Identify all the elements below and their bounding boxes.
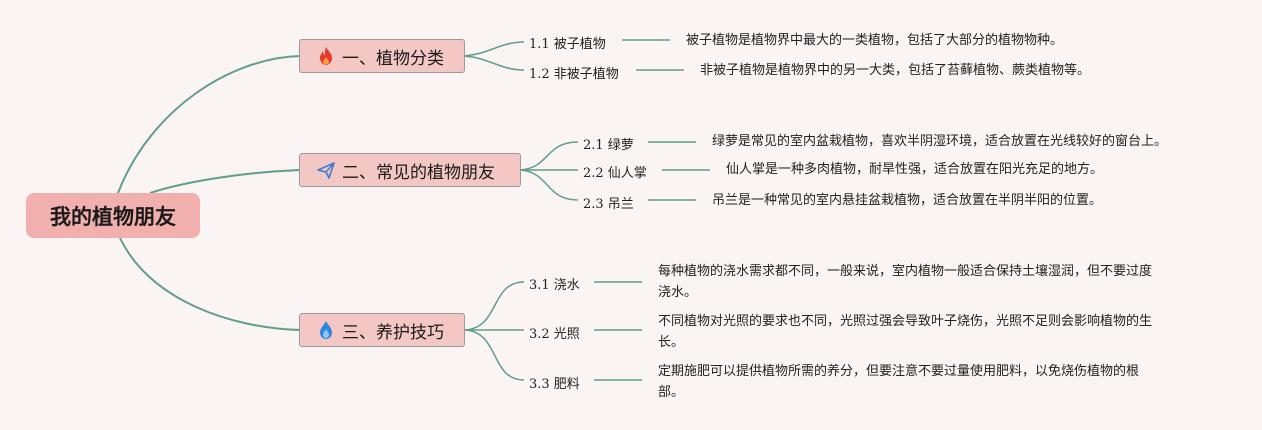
leaf-label-2-2[interactable]: 2.2 仙人掌	[583, 166, 647, 181]
leaf-desc-3-1: 每种植物的浇水需求都不同，一般来说，室内植物一般适合保持土壤湿润，但不要过度浇水…	[658, 264, 1153, 300]
leaf-label-3-3[interactable]: 3.3 肥料	[529, 377, 580, 392]
branch-label-2: 二、常见的植物朋友	[342, 162, 495, 183]
leaf-desc-2-3: 吊兰是一种常见的室内悬挂盆栽植物，适合放置在半阴半阳的位置。	[712, 193, 1103, 208]
root-title: 我的植物朋友	[50, 204, 176, 229]
branch-1-child-1-curve	[463, 41, 525, 57]
branch-2-child-1-curve	[519, 141, 579, 171]
root-to-branch-1-line	[117, 55, 301, 194]
leaf-label-1-2[interactable]: 1.2 非被子植物	[529, 67, 619, 82]
branch-label-3: 三、养护技巧	[342, 322, 444, 343]
root-to-branch-2-line	[149, 169, 301, 194]
leaf-desc-3-2: 不同植物对光照的要求也不同，光照过强会导致叶子烧伤，光照不足则会影响植物的生长。	[658, 314, 1153, 350]
branch-label-1: 一、植物分类	[342, 48, 444, 69]
branch-node-3[interactable]: 三、养护技巧	[299, 313, 465, 347]
leaf-label-3-1[interactable]: 3.1 浇水	[529, 278, 580, 293]
branch-3-child-1-curve	[464, 281, 525, 331]
branch-1-child-2-curve	[463, 55, 525, 71]
leaf-desc-2-2: 仙人掌是一种多肉植物，耐旱性强，适合放置在阳光充足的地方。	[726, 162, 1104, 177]
leaf-label-3-2[interactable]: 3.2 光照	[529, 327, 580, 342]
leaf-desc-1-2: 非被子植物是植物界中的另一大类，包括了苔藓植物、蕨类植物等。	[700, 63, 1091, 78]
branch-node-1[interactable]: 一、植物分类	[299, 39, 465, 73]
branch-2-child-3-curve	[519, 169, 579, 201]
leaf-label-1-1[interactable]: 1.1 被子植物	[529, 37, 606, 52]
fire-icon	[316, 46, 336, 66]
root-to-branch-3-line	[119, 237, 301, 331]
water-drop-icon	[316, 320, 336, 340]
leaf-label-2-1[interactable]: 2.1 绿萝	[583, 138, 634, 153]
root-node[interactable]: 我的植物朋友	[26, 193, 200, 238]
leaf-desc-1-1: 被子植物是植物界中最大的一类植物，包括了大部分的植物物种。	[686, 33, 1064, 48]
leaf-desc-3-3: 定期施肥可以提供植物所需的养分，但要注意不要过量使用肥料，以免烧伤植物的根部。	[658, 364, 1140, 400]
branch-3-child-3-curve	[464, 329, 525, 381]
branch-node-2[interactable]: 二、常见的植物朋友	[299, 153, 521, 187]
leaf-desc-2-1: 绿萝是常见的室内盆栽植物，喜欢半阴湿环境，适合放置在光线较好的窗台上。	[712, 134, 1168, 149]
leaf-label-2-3[interactable]: 2.3 吊兰	[583, 197, 634, 212]
paper-plane-icon	[316, 160, 336, 180]
